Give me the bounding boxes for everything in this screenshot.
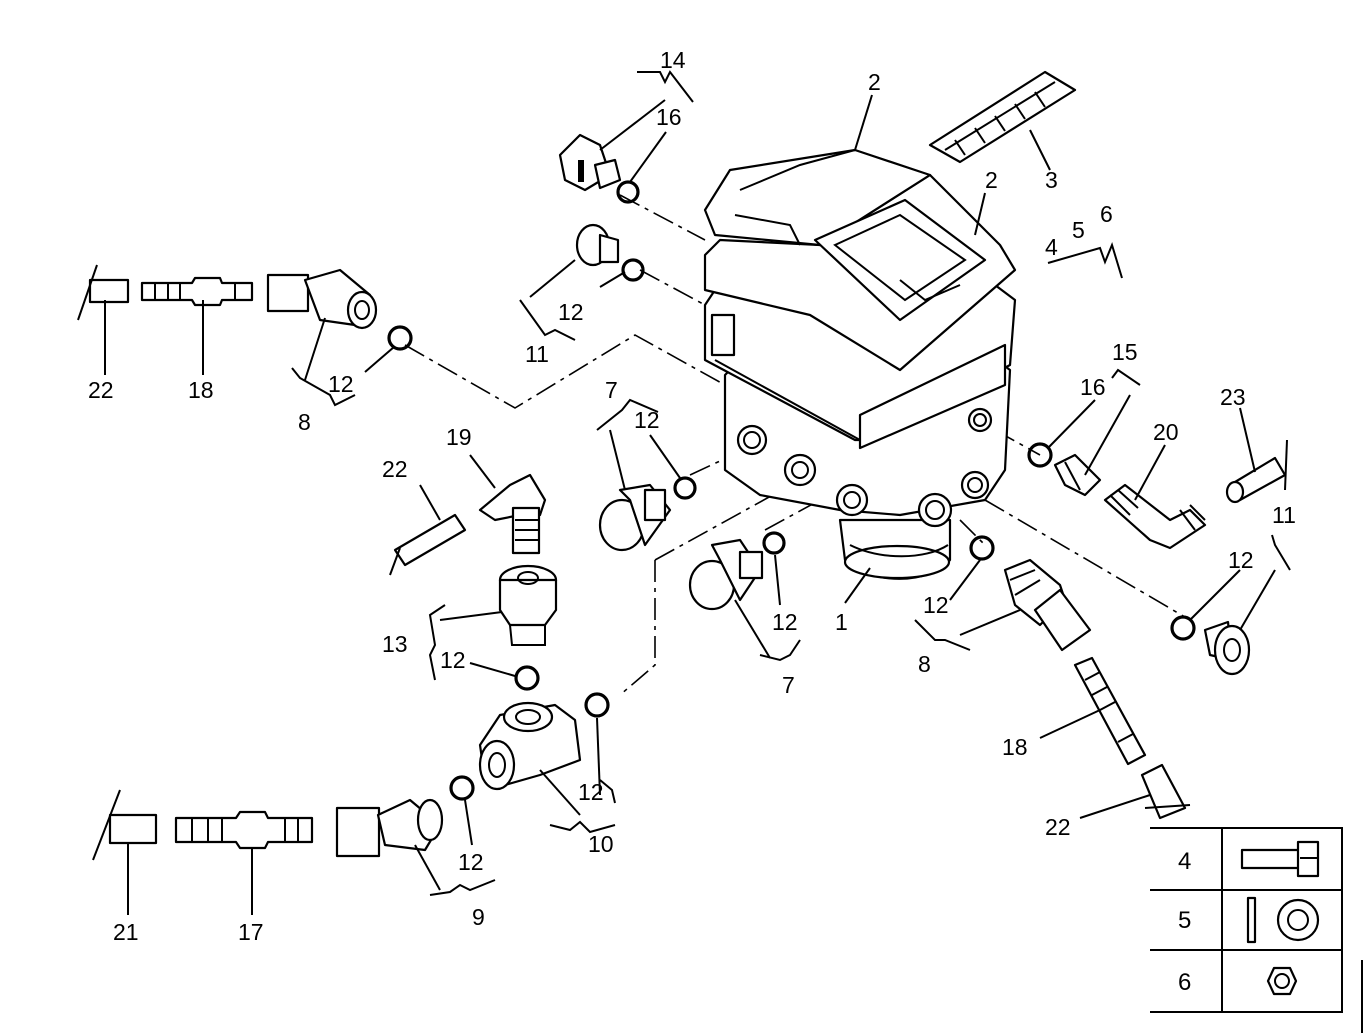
callout-12-right: 12 (1228, 547, 1254, 573)
hose-stub-23 (1225, 439, 1288, 504)
hose-22-middle (389, 513, 467, 576)
o-ring-12-port7-lower (762, 531, 786, 555)
callout-12-port7-lower: 12 (772, 609, 798, 635)
callout-12-left: 12 (328, 371, 354, 397)
o-ring-12-adapter13 (514, 665, 540, 691)
callout-6: 6 (1100, 201, 1113, 227)
elbow-fitting-8-left (266, 268, 378, 330)
nut-icon (1266, 966, 1298, 996)
callout-16-right: 16 (1080, 374, 1106, 400)
connector-part-7-upper (598, 483, 672, 552)
callout-18-right: 18 (1002, 734, 1028, 760)
elbow-19 (478, 473, 547, 555)
callout-23: 23 (1220, 384, 1246, 410)
legend-row-5-number: 5 (1178, 907, 1191, 934)
callout-11-left: 11 (525, 341, 549, 367)
callout-12-port7: 12 (634, 407, 660, 433)
connector-part-14 (558, 133, 622, 192)
callout-17: 17 (238, 919, 264, 945)
callout-12-adapter13: 12 (440, 647, 466, 673)
callout-12-lower-left: 12 (458, 849, 484, 875)
callout-10: 10 (588, 831, 614, 857)
callout-15: 15 (1112, 339, 1138, 365)
o-ring-12-tee-right (584, 692, 610, 718)
callouts: 1 2 2 3 4 5 6 7 7 8 8 9 10 11 11 12 12 1… (88, 47, 1296, 945)
callout-7-upper: 7 (605, 377, 618, 403)
plug-part-11-right (1203, 620, 1251, 676)
callout-21: 21 (113, 919, 139, 945)
callout-8-left: 8 (298, 409, 311, 435)
elbow-fitting-9 (335, 798, 444, 858)
o-ring-16-right (1027, 442, 1053, 468)
washer-icon (1246, 896, 1320, 944)
legend-row-6-number: 6 (1178, 969, 1191, 996)
tee-fitting-10 (478, 701, 582, 791)
callout-11-right: 11 (1272, 502, 1296, 528)
adapter-13 (498, 564, 558, 646)
o-ring-12-right (1170, 615, 1196, 641)
callout-18-left: 18 (188, 377, 214, 403)
valve-body (703, 148, 1017, 580)
callout-3: 3 (1045, 167, 1058, 193)
plug-part-11-top (575, 223, 620, 267)
hose-connector-18-left (140, 276, 254, 307)
o-ring-12-port7 (673, 476, 697, 500)
nipple-15 (1053, 453, 1102, 497)
callout-2-top: 2 (868, 69, 881, 95)
elbow-hose-20 (1103, 483, 1207, 550)
callout-22-left: 22 (88, 377, 114, 403)
connector-part-7-lower (688, 538, 764, 611)
o-ring-12-lower-left (449, 775, 475, 801)
callout-20: 20 (1153, 419, 1179, 445)
callout-1: 1 (835, 609, 848, 635)
callout-22-middle: 22 (382, 456, 408, 482)
callout-12-top: 12 (558, 299, 584, 325)
callout-12-right-bottom: 12 (923, 592, 949, 618)
callout-2-side: 2 (985, 167, 998, 193)
hose-stub-22-left (77, 264, 130, 321)
hose-stub-21 (92, 789, 158, 861)
hose-connector-18-right (1073, 656, 1147, 766)
elbow-fitting-8-right (1003, 558, 1092, 652)
callout-7-lower: 7 (782, 672, 795, 698)
legend-row-4-number: 4 (1178, 848, 1191, 875)
o-ring-16-top (616, 180, 640, 204)
o-ring-12-right-bottom (969, 535, 995, 561)
callout-9: 9 (472, 904, 485, 930)
callout-13: 13 (382, 631, 408, 657)
callout-19: 19 (446, 424, 472, 450)
callout-4: 4 (1045, 234, 1058, 260)
strip-part-3 (928, 70, 1077, 164)
callout-12-tee: 12 (578, 779, 604, 805)
callout-16-top: 16 (656, 104, 682, 130)
callout-5: 5 (1072, 217, 1085, 243)
hose-stub-22-right (1140, 763, 1191, 820)
callout-14: 14 (660, 47, 686, 73)
callout-22-right: 22 (1045, 814, 1071, 840)
brackets (291, 70, 1291, 896)
o-ring-12-top (621, 258, 645, 282)
callout-8-right: 8 (918, 651, 931, 677)
hose-connector-17 (174, 810, 314, 850)
fastener-legend: 4 5 6 (1150, 827, 1363, 1033)
bolt-icon (1240, 840, 1320, 878)
leader-lines (104, 94, 1276, 915)
o-ring-12-left (387, 325, 413, 351)
